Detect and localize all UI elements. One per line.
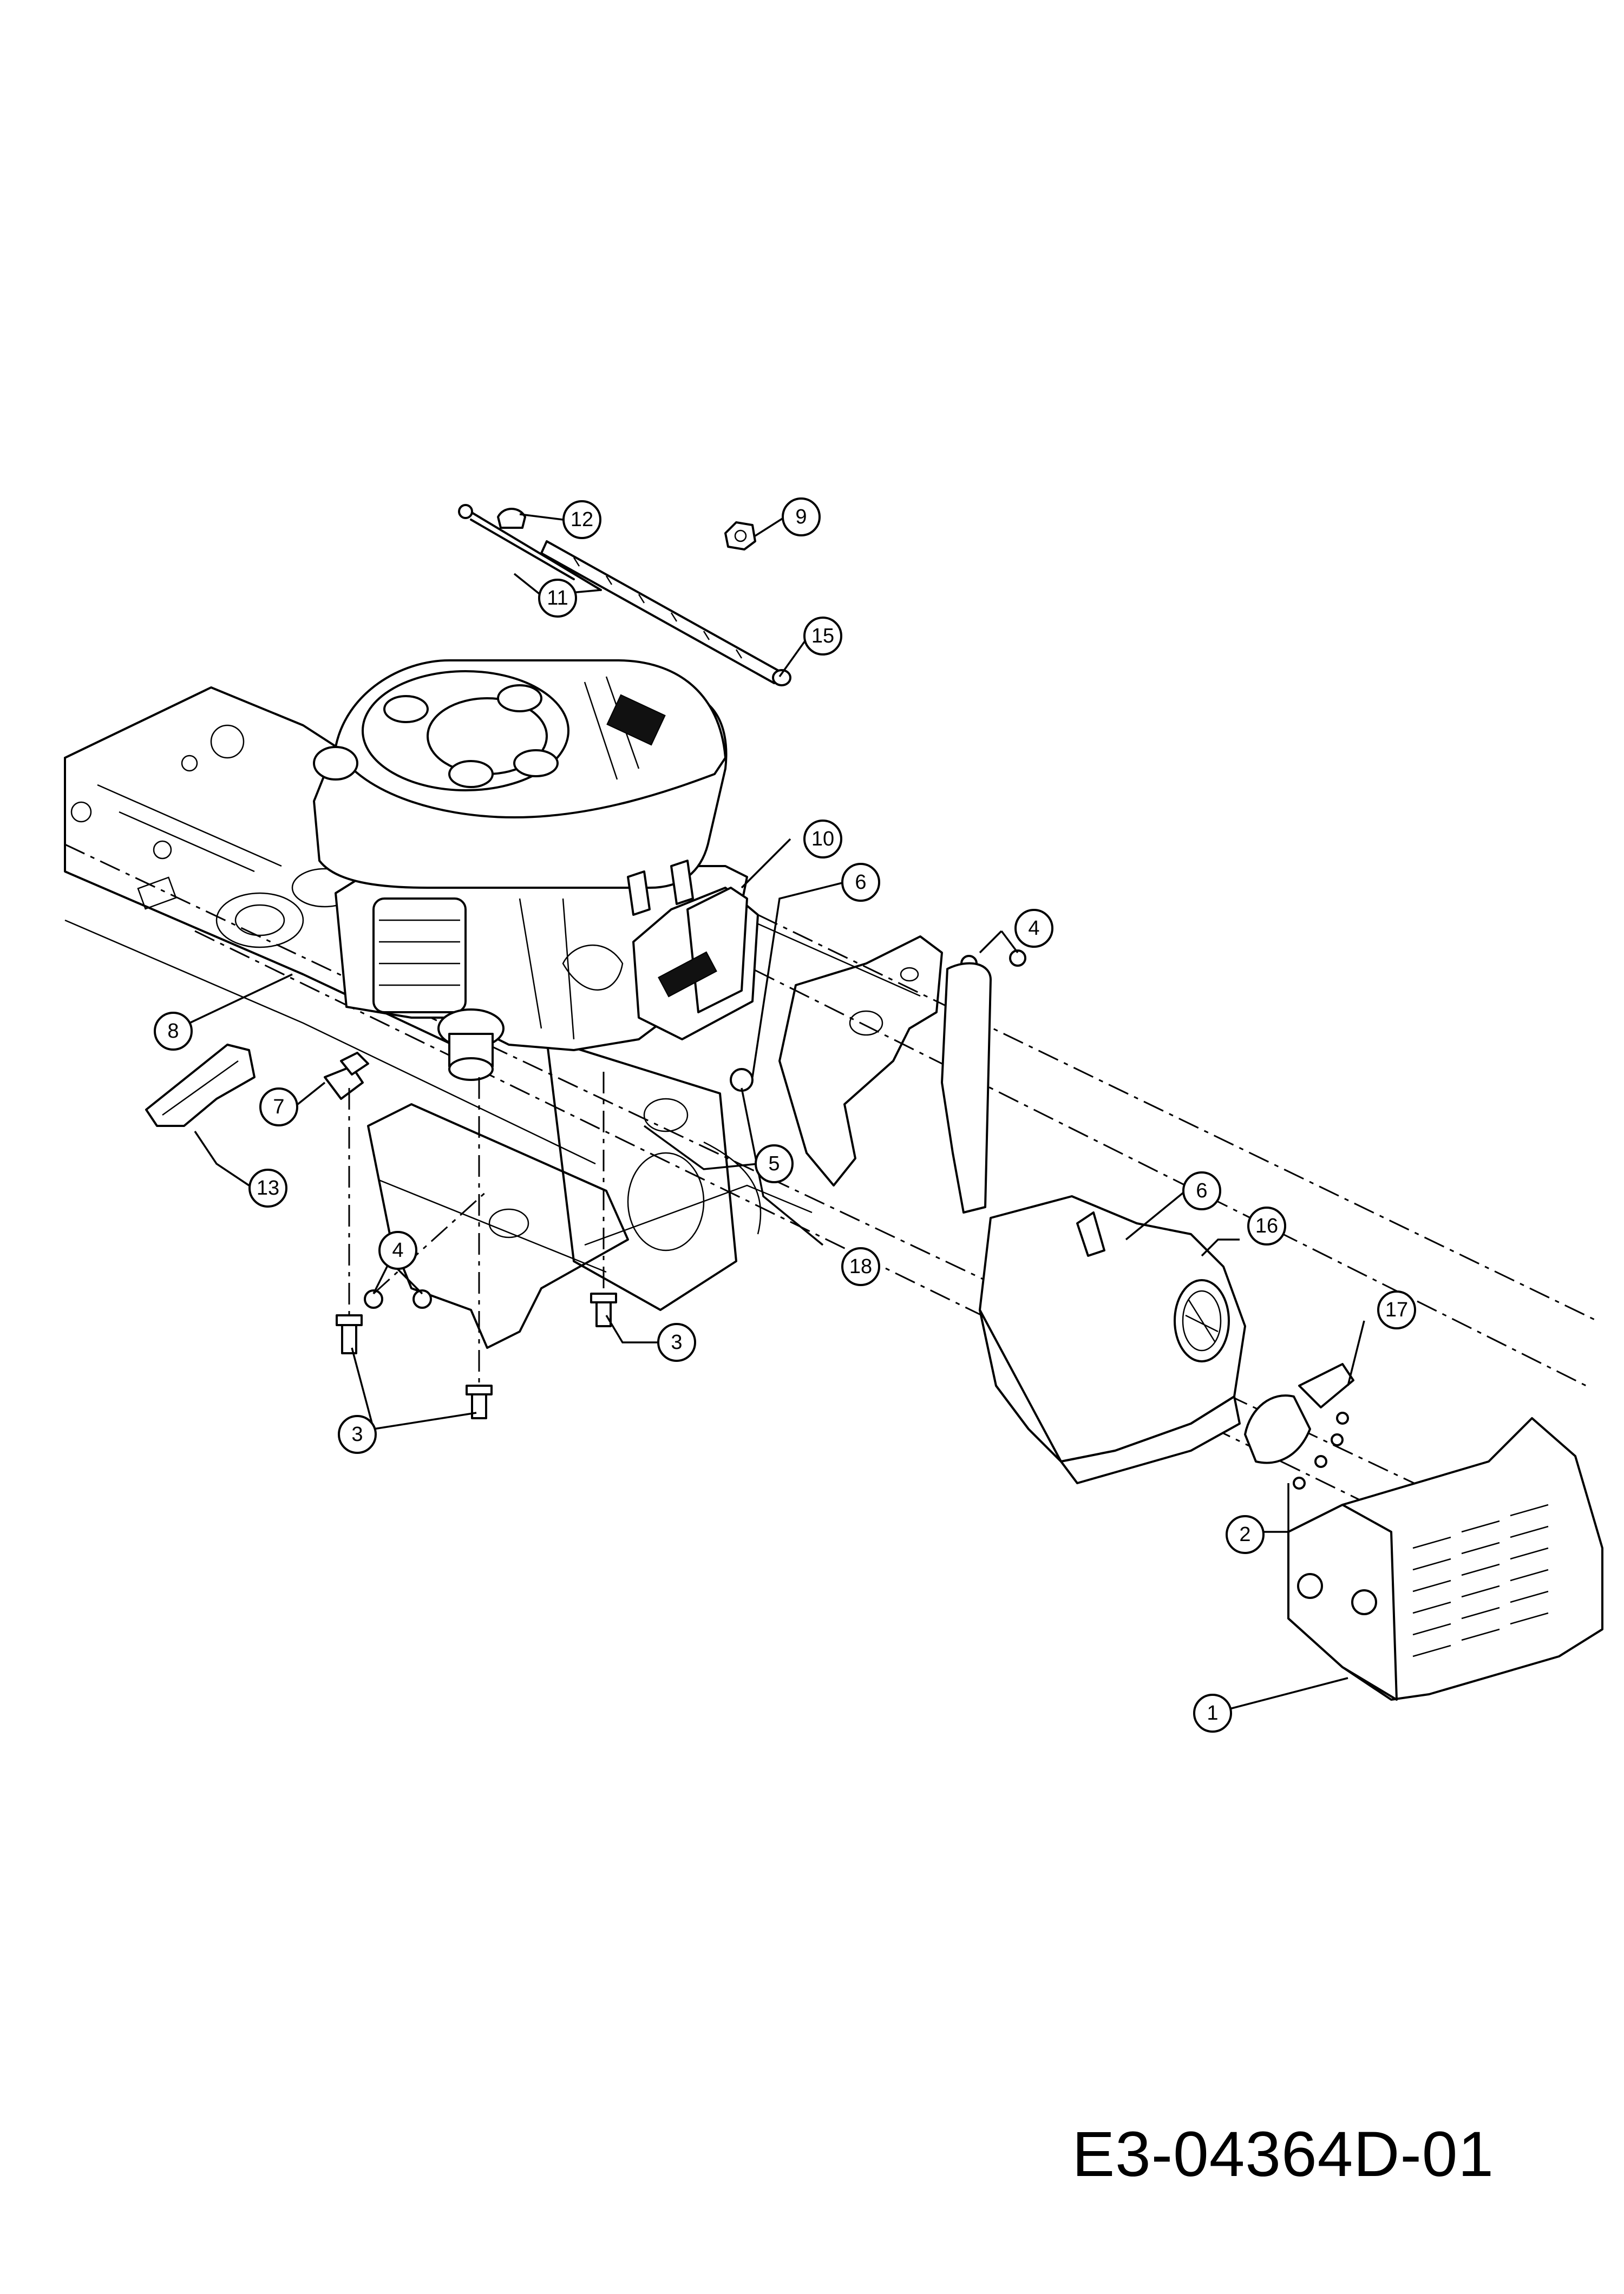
callout-12-label: 12 bbox=[571, 508, 593, 531]
callout-11: 11 bbox=[538, 579, 577, 618]
callout-8-label: 8 bbox=[167, 1020, 179, 1043]
callout-6-lower-label: 6 bbox=[1196, 1179, 1207, 1202]
callout-9-label: 9 bbox=[795, 506, 807, 528]
callout-15-label: 15 bbox=[811, 625, 834, 647]
callout-5: 5 bbox=[755, 1144, 794, 1183]
callout-6-upper-label: 6 bbox=[855, 871, 866, 894]
engine-shroud bbox=[313, 659, 728, 889]
callout-17: 17 bbox=[1377, 1290, 1416, 1329]
callout-18: 18 bbox=[841, 1247, 880, 1286]
air-cleaner-assembly bbox=[562, 860, 759, 1040]
dipstick-tube bbox=[540, 540, 791, 686]
callout-16: 16 bbox=[1247, 1207, 1286, 1246]
callout-10: 10 bbox=[803, 820, 842, 858]
callout-9: 9 bbox=[782, 497, 821, 536]
callout-1: 1 bbox=[1193, 1694, 1232, 1733]
heat-deflector bbox=[145, 1044, 256, 1127]
leader-lines bbox=[189, 513, 1365, 1712]
bolt-center bbox=[590, 1293, 617, 1327]
callout-13-label: 13 bbox=[257, 1177, 279, 1200]
callout-12: 12 bbox=[562, 500, 601, 539]
callout-7: 7 bbox=[259, 1087, 298, 1126]
muffler bbox=[941, 962, 1246, 1484]
callout-10-label: 10 bbox=[811, 828, 834, 850]
callout-3-left-label: 3 bbox=[351, 1423, 363, 1446]
fitting-7 bbox=[324, 1052, 369, 1100]
callout-4-right: 4 bbox=[1014, 909, 1053, 948]
callout-1-label: 1 bbox=[1207, 1702, 1218, 1725]
callout-8: 8 bbox=[154, 1012, 193, 1051]
callout-4-left-label: 4 bbox=[392, 1239, 403, 1262]
callout-18-label: 18 bbox=[849, 1255, 872, 1278]
spark-arrestor bbox=[1244, 1363, 1354, 1464]
callout-3-center-label: 3 bbox=[671, 1331, 682, 1354]
callout-3-center: 3 bbox=[657, 1323, 696, 1362]
screws-2 bbox=[1293, 1412, 1349, 1490]
drawing-code: E3-04364D-01 bbox=[1072, 2119, 1494, 2190]
callout-2: 2 bbox=[1226, 1515, 1265, 1554]
bolt-left-rear bbox=[466, 1385, 493, 1419]
nut-left-pair bbox=[364, 1289, 432, 1309]
dipstick bbox=[458, 504, 602, 591]
dipstick-clip-nut bbox=[724, 521, 756, 550]
muffler-guard bbox=[1287, 1417, 1603, 1701]
callout-16-label: 16 bbox=[1255, 1215, 1278, 1237]
callout-7-label: 7 bbox=[273, 1096, 284, 1118]
engine-mount-bracket bbox=[367, 1038, 813, 1349]
callout-13: 13 bbox=[248, 1169, 287, 1208]
clamp-6-upper bbox=[730, 1068, 754, 1092]
callout-2-label: 2 bbox=[1239, 1523, 1250, 1546]
callout-17-label: 17 bbox=[1385, 1299, 1408, 1321]
bolt-left-front bbox=[336, 1314, 363, 1354]
callout-4-left: 4 bbox=[378, 1231, 417, 1270]
callout-11-label: 11 bbox=[547, 587, 568, 609]
callout-4-right-label: 4 bbox=[1028, 917, 1039, 940]
callout-6-upper: 6 bbox=[841, 863, 880, 902]
callout-5-label: 5 bbox=[768, 1152, 780, 1175]
callout-15: 15 bbox=[803, 617, 842, 656]
guard-vent-slots bbox=[1412, 1504, 1549, 1657]
callout-6-lower: 6 bbox=[1182, 1171, 1221, 1210]
callout-3-left: 3 bbox=[338, 1415, 377, 1454]
